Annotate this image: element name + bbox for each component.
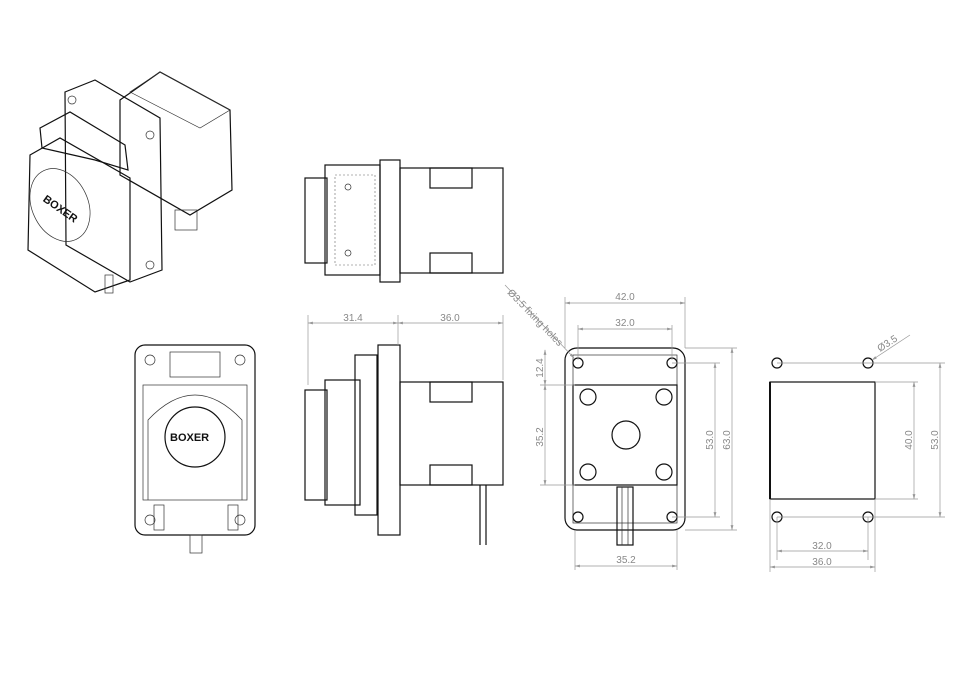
dim-face-width: 42.0 — [615, 292, 635, 303]
iso-logo: BOXER — [41, 193, 80, 225]
isometric-view: BOXER — [27, 71, 233, 294]
dim-cutout-hole-spacing: 32.0 — [812, 541, 832, 552]
dim-face-height: 63.0 — [722, 430, 733, 450]
dim-side-motor-depth: 36.0 — [440, 313, 460, 324]
dim-hole-offset: 12.4 — [535, 358, 546, 378]
front-view: BOXER — [134, 344, 256, 554]
motor-face-view: 42.0 32.0 12.4 35.2 53.0 63.0 35.2 Ø3.5 … — [504, 284, 737, 570]
top-side-view — [304, 159, 504, 283]
dim-side-body-depth: 31.4 — [343, 313, 363, 324]
dim-hole-spacing-vertical: 53.0 — [705, 430, 716, 450]
dim-hole-spacing-top: 32.0 — [615, 318, 635, 329]
dim-cutout-height: 40.0 — [904, 430, 915, 450]
fixing-holes-note: Ø3.5 fixing holes — [505, 287, 565, 348]
dim-cutout-hole-vertical: 53.0 — [930, 430, 941, 450]
dim-cutout-hole-diameter: Ø3.5 — [876, 333, 901, 354]
side-view: 31.4 36.0 — [304, 313, 504, 545]
dim-bottom-width: 35.2 — [616, 555, 636, 566]
panel-cutout-view: 40.0 53.0 32.0 36.0 Ø3.5 — [769, 333, 945, 572]
dim-motor-face: 35.2 — [535, 427, 546, 447]
front-logo: BOXER — [170, 432, 209, 444]
dim-cutout-width: 36.0 — [812, 557, 832, 568]
